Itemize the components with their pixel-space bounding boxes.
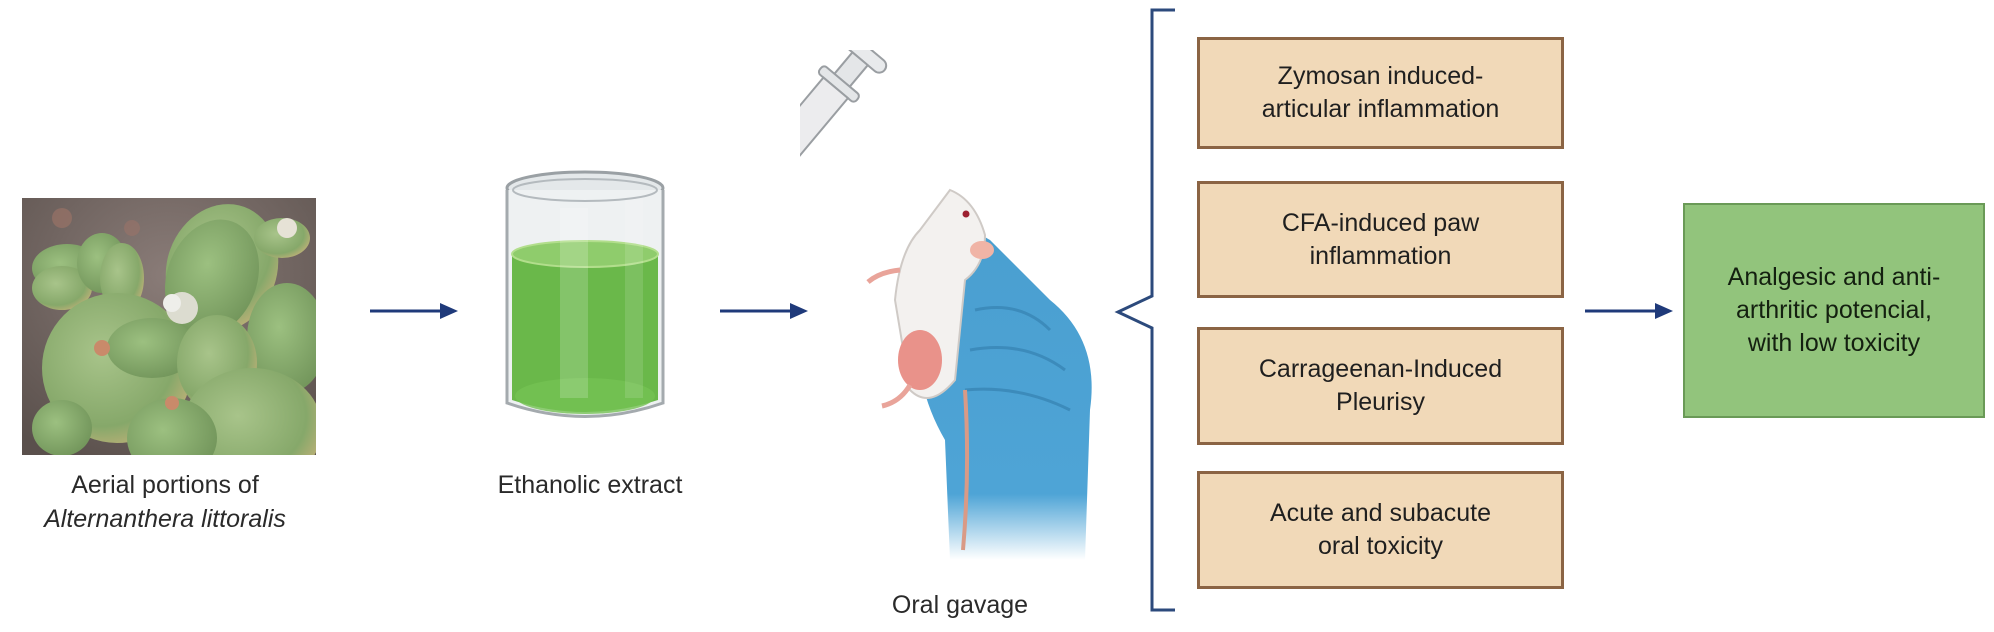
assay-box-zymosan: Zymosan induced-articular inflammation: [1197, 37, 1564, 149]
plant-leaves-illustration: [22, 198, 316, 455]
mouse-icon: [866, 188, 994, 551]
assay-label: Zymosan induced-articular inflammation: [1261, 62, 1500, 123]
arrow-plant-to-extract: [370, 303, 458, 319]
plant-label-line1: Aerial portions of: [71, 471, 259, 499]
arrow-extract-to-gavage: [720, 303, 808, 319]
plant-label: Aerial portions of Alternanthera littora…: [0, 468, 330, 536]
oral-gavage-mouse-icon: [800, 50, 1092, 561]
grouping-bracket: [1114, 8, 1175, 612]
beaker-icon: [505, 170, 665, 418]
gavage-label: Oral gavage: [891, 591, 1029, 619]
outcome-box: Analgesic and anti- arthritic potencial,…: [1683, 203, 1985, 418]
outcome-label: Analgesic and anti- arthritic potencial,…: [1727, 263, 1941, 357]
plant-photo: [22, 198, 316, 455]
arrow-assays-to-outcome: [1585, 303, 1673, 319]
plant-species-name: Alternanthera littoralis: [44, 505, 286, 533]
syringe-icon: [800, 50, 888, 184]
extract-label: Ethanolic extract: [497, 471, 683, 499]
